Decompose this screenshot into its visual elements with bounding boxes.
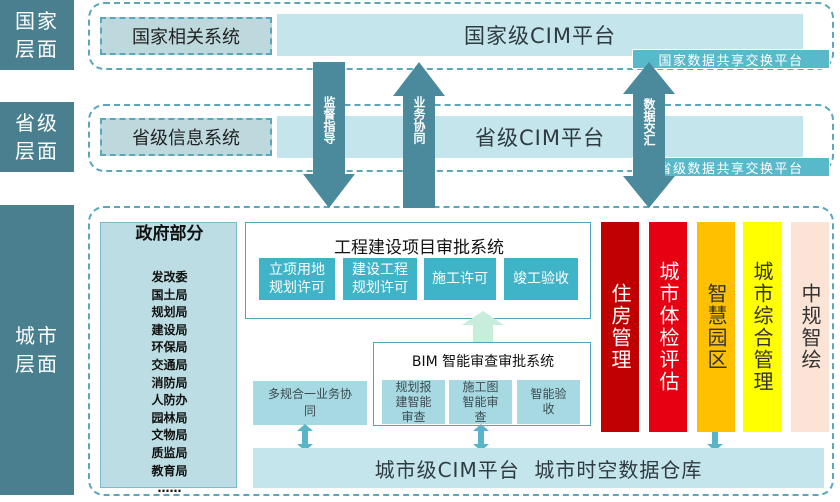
city-application-column: 住房管理 bbox=[601, 222, 639, 432]
national-data-exchange-label: 国家数据共享交换平台 bbox=[658, 53, 804, 69]
project-approval-item: 立项用地规划许可 bbox=[258, 257, 336, 301]
bim-title: BIM 智能审查审批系统 bbox=[411, 354, 555, 370]
double-arrow-icon bbox=[473, 424, 489, 451]
national-cim-platform-label: 国家级CIM平台 bbox=[464, 24, 616, 48]
provincial-data-exchange-platform: 省级数据共享交换平台 bbox=[632, 157, 830, 177]
provincial-data-exchange-label: 省级数据共享交换平台 bbox=[658, 161, 804, 177]
gov-departments-panel: 政府部分 发改委国土局规划局建设局环保局交通局消防局人防办园林局文物局质监局教育… bbox=[100, 222, 237, 495]
gov-department-item: 人防办 bbox=[151, 393, 188, 408]
project-approval-item-line: 建设工程 bbox=[352, 262, 408, 278]
gov-department-list: 发改委国土局规划局建设局环保局交通局消防局人防办园林局文物局质监局教育局 …… bbox=[101, 269, 238, 498]
provincial-info-system: 省级信息系统 bbox=[100, 118, 272, 156]
supervise-guide-label: 监督指导 bbox=[322, 96, 336, 144]
gov-department-item: 建设局 bbox=[151, 322, 188, 337]
gov-department-item: 文物局 bbox=[151, 428, 188, 443]
project-approval-item-line: 规划许可 bbox=[352, 280, 408, 296]
supervise-guide-arrow-icon bbox=[303, 62, 355, 208]
city-application-column: 中规智绘 bbox=[791, 222, 829, 432]
gov-department-item: 教育局 bbox=[151, 463, 188, 478]
bim-review-item-line: 施工图 bbox=[462, 379, 499, 394]
up-arrow-icon bbox=[462, 311, 504, 345]
project-approval-item-line: 施工许可 bbox=[432, 271, 488, 287]
project-approval-item-line: 竣工验收 bbox=[513, 271, 569, 287]
bim-review-item-text: 规划报建智能审查 bbox=[395, 380, 431, 425]
bim-review-item-line: 收 bbox=[542, 402, 555, 416]
gov-department-item: …… bbox=[157, 481, 182, 496]
gov-department-item: 质监局 bbox=[151, 445, 188, 460]
gov-department-item: 环保局 bbox=[151, 340, 188, 355]
business-collaboration-label: 业务协同 bbox=[412, 96, 426, 144]
bim-review-item-line: 智能审 bbox=[462, 394, 499, 409]
project-approval-item: 建设工程规划许可 bbox=[342, 257, 418, 301]
project-approval-item-text: 建设工程规划许可 bbox=[352, 261, 408, 297]
national-cim-platform: 国家级CIM平台 bbox=[277, 14, 803, 56]
project-approval-item-line: 立项用地 bbox=[269, 262, 325, 278]
level-label-line: 城市 bbox=[15, 324, 59, 348]
city-application-column: 城市体检评估 bbox=[649, 222, 687, 432]
national-related-system-label: 国家相关系统 bbox=[132, 27, 240, 48]
bim-review-item-line: 规划报 bbox=[395, 379, 432, 394]
bim-review-item-line: 查 bbox=[474, 409, 487, 424]
gov-department-item: 规划局 bbox=[151, 305, 188, 320]
gov-department-item: 交通局 bbox=[151, 357, 188, 372]
city-cim-platform: 城市级CIM平台 城市时空数据仓库 bbox=[253, 448, 824, 488]
data-exchange-arrow-icon bbox=[623, 62, 675, 208]
gov-title: 政府部分 bbox=[135, 224, 204, 244]
city-cim-platform-label: 城市级CIM平台 城市时空数据仓库 bbox=[374, 457, 703, 482]
data-exchange-label: 数据交汇 bbox=[642, 98, 656, 146]
provincial-cim-platform-label: 省级CIM平台 bbox=[475, 126, 605, 150]
project-approval-item: 竣工验收 bbox=[503, 257, 579, 301]
project-approval-title: 工程建设项目审批系统 bbox=[334, 238, 504, 258]
bim-review-item-line: 建智能 bbox=[395, 394, 432, 409]
bim-review-item-text: 智能验收 bbox=[530, 387, 566, 417]
gov-department-item: 国土局 bbox=[151, 287, 188, 302]
level-label-provincial: 省级层面 bbox=[0, 102, 74, 172]
national-related-system: 国家相关系统 bbox=[100, 17, 272, 55]
gov-department-item: 园林局 bbox=[151, 410, 188, 425]
city-application-column: 城市综合管理 bbox=[743, 222, 781, 432]
level-label-line: 层面 bbox=[15, 352, 59, 376]
project-approval-item-text: 施工许可 bbox=[432, 270, 488, 288]
bim-review-item-line: 智能验 bbox=[530, 387, 567, 401]
project-approval-item-line: 规划许可 bbox=[269, 280, 325, 296]
multi-plan-collaboration: 多规合一业务协同 bbox=[253, 381, 367, 425]
gov-department-item: 消防局 bbox=[151, 375, 188, 390]
city-application-column: 智慧园区 bbox=[697, 222, 735, 432]
project-approval-item: 施工许可 bbox=[423, 257, 497, 301]
provincial-cim-platform: 省级CIM平台 bbox=[277, 116, 803, 158]
project-approval-item-text: 竣工验收 bbox=[513, 270, 569, 288]
bim-review-item-text: 施工图智能审查 bbox=[462, 380, 498, 425]
bim-review-item: 规划报建智能审查 bbox=[382, 380, 445, 424]
level-label-national: 国家层面 bbox=[0, 0, 74, 70]
business-collaboration-arrow-icon bbox=[393, 62, 445, 208]
double-arrow-icon bbox=[297, 424, 313, 451]
bim-review-item: 智能验收 bbox=[517, 380, 580, 424]
level-label-line: 省级 bbox=[15, 111, 59, 135]
project-approval-item-text: 立项用地规划许可 bbox=[269, 261, 325, 297]
level-label-line: 层面 bbox=[15, 37, 59, 61]
gov-department-item: 发改委 bbox=[151, 270, 188, 284]
bim-review-item: 施工图智能审查 bbox=[449, 380, 512, 424]
level-label-line: 层面 bbox=[15, 139, 59, 163]
multi-plan-line: 多规合一业务协 bbox=[267, 387, 352, 401]
national-data-exchange-platform: 国家数据共享交换平台 bbox=[632, 49, 830, 69]
multi-plan-line: 同 bbox=[303, 404, 316, 418]
level-label-line: 国家 bbox=[15, 9, 59, 33]
provincial-info-system-label: 省级信息系统 bbox=[132, 128, 240, 149]
bim-review-item-line: 审查 bbox=[401, 409, 426, 424]
level-label-city: 城市层面 bbox=[0, 205, 74, 495]
